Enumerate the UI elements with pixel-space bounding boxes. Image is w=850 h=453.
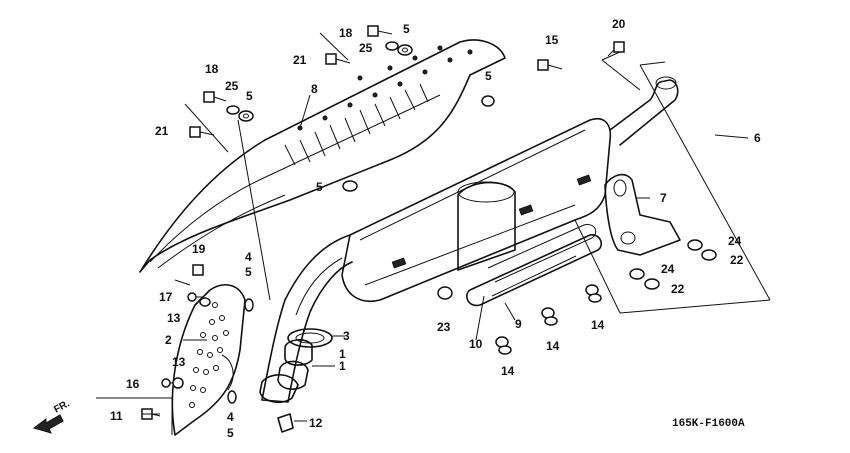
label-23: 23 — [437, 320, 451, 334]
label-5-lower: 5 — [227, 426, 234, 440]
label-21-left: 21 — [155, 124, 169, 138]
label-18-left: 18 — [205, 62, 219, 76]
label-5-shield: 5 — [316, 180, 323, 194]
muffler-assembly — [261, 76, 679, 403]
label-13-lower: 13 — [172, 355, 186, 369]
heat-shield-upper — [139, 39, 506, 273]
label-8: 8 — [311, 82, 318, 96]
leader-lines — [96, 32, 771, 435]
label-22-b: 22 — [671, 282, 685, 296]
label-24-b: 24 — [661, 262, 675, 276]
label-10: 10 — [469, 337, 483, 351]
label-1-lower: 1 — [339, 359, 346, 373]
label-14-left: 14 — [501, 364, 515, 378]
label-15: 15 — [545, 33, 559, 47]
exhaust-protector — [171, 284, 246, 436]
label-19: 19 — [192, 242, 206, 256]
label-1-upper: 1 — [339, 347, 346, 361]
label-4-lower: 4 — [227, 410, 234, 424]
front-label: FR. — [52, 398, 72, 415]
label-5-upper: 5 — [245, 265, 252, 279]
label-5-top: 5 — [403, 22, 410, 36]
label-21-top: 21 — [293, 53, 307, 67]
muffler-band — [466, 223, 602, 307]
label-13-upper: 13 — [167, 311, 181, 325]
label-7: 7 — [660, 191, 667, 205]
label-5-mid: 5 — [485, 69, 492, 83]
label-18-top: 18 — [339, 26, 353, 40]
label-9: 9 — [515, 317, 522, 331]
muffler-bracket — [604, 173, 681, 256]
exhaust-gaskets — [259, 328, 333, 433]
label-3: 3 — [343, 329, 350, 343]
label-22-a: 22 — [730, 253, 744, 267]
label-20: 20 — [612, 17, 626, 31]
label-24-a: 24 — [728, 234, 742, 248]
part-labels: 18 5 25 21 15 20 5 8 18 25 5 21 6 5 7 19… — [110, 17, 761, 440]
label-6: 6 — [754, 131, 761, 145]
hardware-parts — [141, 25, 717, 420]
label-25-left: 25 — [225, 79, 239, 93]
front-direction-arrow: FR. — [32, 398, 72, 434]
label-2: 2 — [165, 333, 172, 347]
label-4-upper: 4 — [245, 250, 252, 264]
label-14-mid: 14 — [546, 339, 560, 353]
label-16: 16 — [126, 377, 140, 391]
label-14-right: 14 — [591, 318, 605, 332]
diagram-code: 165K-F1600A — [672, 418, 745, 430]
label-25-top: 25 — [359, 41, 373, 55]
label-12: 12 — [309, 416, 323, 430]
label-11: 11 — [110, 409, 123, 423]
label-17: 17 — [159, 290, 173, 304]
label-5-left: 5 — [246, 89, 253, 103]
